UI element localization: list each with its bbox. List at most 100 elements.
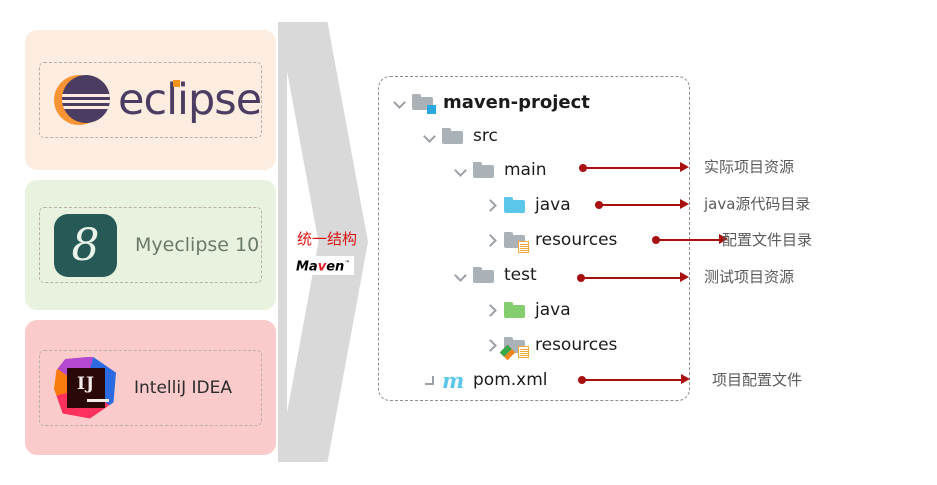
- annotation-label-test: 测试项目资源: [704, 268, 795, 286]
- maven-logo-suffix: en: [326, 259, 345, 275]
- arrow-line: [601, 204, 681, 206]
- module-badge-icon: [427, 104, 436, 114]
- resource-lines-badge-icon: [518, 345, 529, 358]
- folder-tab: [504, 196, 513, 201]
- chevron-right-icon[interactable]: [483, 197, 499, 213]
- tree-node-label: maven-project: [443, 91, 590, 113]
- chevron-label: 统一结构: [296, 230, 357, 248]
- intellij-idea-label: IntelliJ IDEA: [134, 377, 232, 398]
- tree-node-label: pom.xml: [473, 370, 548, 390]
- folder-gray-test-resource-icon: [499, 336, 529, 360]
- ide-card-myeclipse-inner: 8 Myeclipse 10: [39, 207, 262, 283]
- arrow-line: [585, 167, 681, 169]
- ide-card-intellij-idea[interactable]: IJ IntelliJ IDEA: [25, 320, 276, 455]
- eclipse-stripe: [62, 106, 110, 109]
- eclipse-stripe: [62, 100, 110, 103]
- folder-body: [504, 199, 525, 213]
- myeclipse-logo-icon: 8: [54, 213, 117, 277]
- maven-logo-prefix: Ma: [296, 259, 318, 275]
- folder-tab: [504, 301, 513, 306]
- chevron-right-icon[interactable]: [483, 232, 499, 248]
- folder-tab: [412, 93, 421, 98]
- arrow-head: [719, 234, 728, 244]
- tree-node-label: main: [504, 160, 547, 180]
- folder-green-icon: [504, 301, 526, 319]
- tree-row[interactable]: resources: [483, 332, 618, 360]
- chevron-right-icon[interactable]: [483, 302, 499, 318]
- tree-row[interactable]: src: [421, 123, 498, 149]
- tree-row[interactable]: java: [483, 192, 571, 218]
- eclipse-logo-icon: [54, 72, 110, 128]
- annotation-label-java-main: java源代码目录: [704, 195, 811, 213]
- maven-logo-icon: Maven™: [292, 256, 355, 276]
- arrow-head: [680, 199, 689, 209]
- annotation-label-pom: 项目配置文件: [712, 371, 803, 389]
- folder-tab: [442, 127, 451, 132]
- eclipse-disc: [62, 75, 110, 123]
- arrow-head: [680, 162, 689, 172]
- annotation-arrow-resources-main: [652, 233, 732, 247]
- folder-gray-icon: [442, 127, 464, 145]
- annotation-arrow-pom: [578, 373, 690, 387]
- intellij-idea-logo-icon: IJ: [54, 356, 116, 419]
- annotation-arrow-main: [579, 161, 689, 175]
- tree-row[interactable]: resources: [483, 227, 617, 253]
- chevron-right-icon[interactable]: [483, 337, 499, 353]
- myeclipse-glyph: 8: [71, 219, 100, 271]
- no-toggle-spacer: [421, 372, 437, 388]
- tree-node-label: resources: [535, 230, 618, 250]
- folder-cyan-icon: [504, 196, 526, 214]
- folder-body: [442, 130, 463, 144]
- annotation-arrow-java-main: [595, 198, 690, 212]
- ide-card-eclipse[interactable]: eclipse: [25, 30, 276, 170]
- folder-gray-module-icon: [412, 93, 436, 114]
- eclipse-wordmark-text: eclipse: [118, 75, 262, 125]
- chevron-down-icon[interactable]: [421, 128, 437, 144]
- arrow-line: [658, 239, 720, 241]
- folder-body: [473, 164, 494, 178]
- chevron-down-icon[interactable]: [452, 162, 468, 178]
- folder-body: [504, 304, 525, 318]
- intellij-underscore: [87, 398, 109, 402]
- ide-card-myeclipse[interactable]: 8 Myeclipse 10: [25, 180, 276, 310]
- tree-row[interactable]: m pom.xml: [421, 367, 548, 393]
- tree-node-label: test: [504, 265, 537, 285]
- tree-node-label: resources: [535, 335, 618, 355]
- tree-row[interactable]: main: [452, 157, 546, 183]
- chevron-down-icon[interactable]: [391, 94, 407, 110]
- tree-node-label: java: [535, 195, 571, 215]
- myeclipse-label: Myeclipse 10: [135, 234, 260, 256]
- eclipse-i-dot: [173, 80, 180, 87]
- tree-row[interactable]: maven-project: [391, 89, 590, 115]
- chevron-tail: [278, 22, 287, 462]
- arrow-head: [681, 374, 690, 384]
- tree-row[interactable]: java: [483, 297, 571, 323]
- tree-node-label: java: [535, 300, 571, 320]
- resource-lines-badge-icon: [518, 240, 529, 253]
- arrow-line: [584, 379, 682, 381]
- maven-logo-tm: ™: [344, 260, 351, 267]
- folder-gray-icon: [473, 161, 495, 179]
- chevron-down-icon[interactable]: [452, 267, 468, 283]
- ide-card-intellij-idea-inner: IJ IntelliJ IDEA: [39, 349, 262, 426]
- tree-row[interactable]: test: [452, 262, 537, 288]
- folder-tab: [504, 336, 513, 341]
- eclipse-wordmark: eclipse: [118, 75, 262, 125]
- intellij-ij-text: IJ: [77, 373, 95, 394]
- folder-tab: [473, 266, 482, 271]
- arrow-line: [583, 277, 681, 279]
- eclipse-stripe: [62, 94, 110, 97]
- annotation-label-resources-main: 配置文件目录: [722, 231, 813, 249]
- project-tree-panel: maven-project src main: [378, 76, 690, 401]
- annotation-label-main: 实际项目资源: [704, 158, 795, 176]
- annotation-arrow-test: [577, 271, 689, 285]
- arrow-dot: [579, 164, 587, 172]
- arrow-dot: [577, 274, 585, 282]
- maven-file-icon: m: [442, 367, 465, 393]
- folder-tab: [473, 161, 482, 166]
- arrow-dot: [652, 236, 660, 244]
- intellij-ij-badge: IJ: [67, 367, 109, 408]
- arrow-dot: [578, 376, 586, 384]
- tree-node-label: src: [473, 126, 498, 146]
